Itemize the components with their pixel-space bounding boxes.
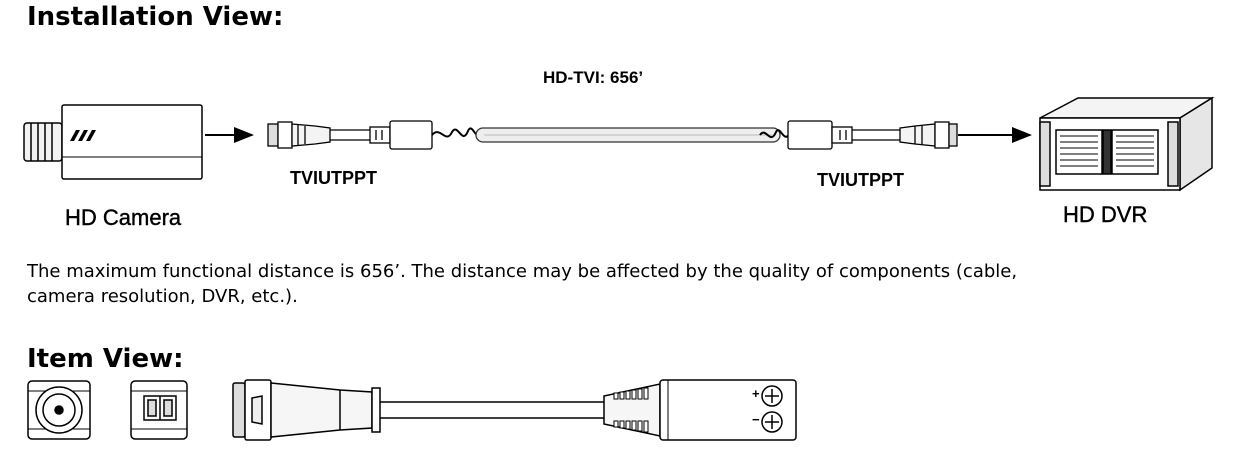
installation-view-heading: Installation View: bbox=[27, 2, 284, 32]
right-twisted-pair bbox=[759, 129, 791, 139]
twisted-pair-cable bbox=[475, 127, 781, 143]
hd-dvr-icon bbox=[1039, 96, 1215, 192]
item-view-heading: Item View: bbox=[27, 344, 184, 374]
right-balun-body-icon bbox=[787, 120, 900, 150]
left-balun-label: TVIUTPPT bbox=[290, 168, 378, 188]
description-text: The maximum functional distance is 656’.… bbox=[27, 259, 1227, 309]
dvr-label: HD DVR bbox=[1063, 202, 1148, 227]
terminal-end-view-icon bbox=[130, 380, 188, 440]
balun-side-view-icon bbox=[232, 379, 797, 441]
hd-camera-icon bbox=[23, 104, 203, 180]
right-bnc-connector-icon bbox=[899, 121, 958, 149]
description-line-2: camera resolution, DVR, etc.). bbox=[27, 286, 298, 307]
bnc-front-view-icon bbox=[27, 380, 91, 440]
terminal-plus-label: + bbox=[752, 386, 760, 401]
description-line-1: The maximum functional distance is 656’.… bbox=[27, 261, 1018, 282]
right-balun-label: TVIUTPPT bbox=[817, 170, 905, 190]
left-bnc-connector-icon bbox=[267, 121, 370, 149]
left-balun-body-icon bbox=[369, 120, 433, 150]
camera-label: HD Camera bbox=[65, 205, 182, 230]
left-twisted-pair bbox=[431, 127, 481, 138]
terminal-minus-label: − bbox=[752, 412, 760, 427]
distance-label: HD-TVI: 656’ bbox=[543, 68, 644, 87]
